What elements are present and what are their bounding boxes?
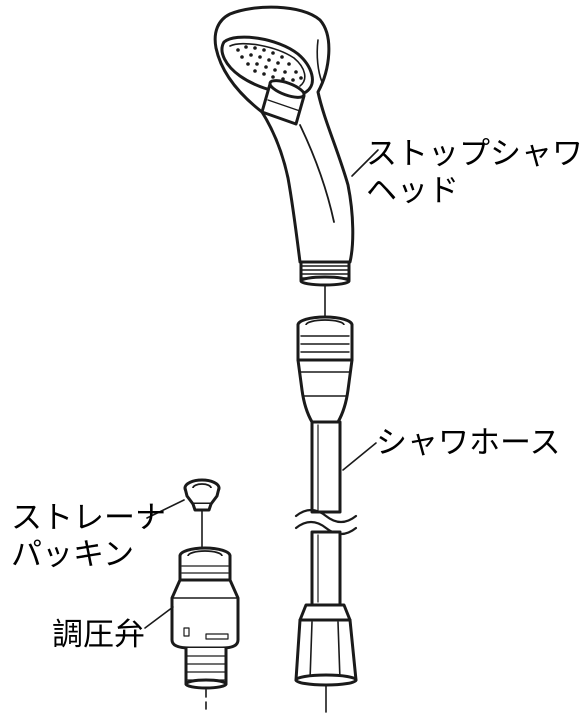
pressure-regulating-valve <box>170 546 240 715</box>
label-strainer-packing-line2: パッキン <box>11 537 135 574</box>
label-shower-hose: シャワホース <box>376 425 561 461</box>
leader-line-shower-hose <box>342 442 377 471</box>
label-strainer-packing: ストレーナ パッキン <box>11 500 166 574</box>
leader-line-strainer-packing <box>146 499 185 519</box>
leader-line-pressure-valve <box>144 606 174 629</box>
label-stop-shower-head: ストップシャワ ヘッド <box>366 136 583 210</box>
label-stop-shower-head-line1: ストップシャワ <box>366 136 583 172</box>
leader-lines <box>144 149 379 629</box>
stop-button <box>260 79 306 126</box>
stop-shower-head <box>213 5 355 287</box>
shower-hose <box>294 315 358 713</box>
label-pressure-valve: 調圧弁 <box>52 617 145 653</box>
label-stop-shower-head-line2: ヘッド <box>366 173 459 210</box>
shower-head-thread <box>299 260 351 287</box>
strainer-packing <box>183 478 221 512</box>
spray-nozzles <box>236 45 303 88</box>
leader-line-shower-head <box>351 149 379 177</box>
label-strainer-packing-line1: ストレーナ <box>11 500 166 536</box>
